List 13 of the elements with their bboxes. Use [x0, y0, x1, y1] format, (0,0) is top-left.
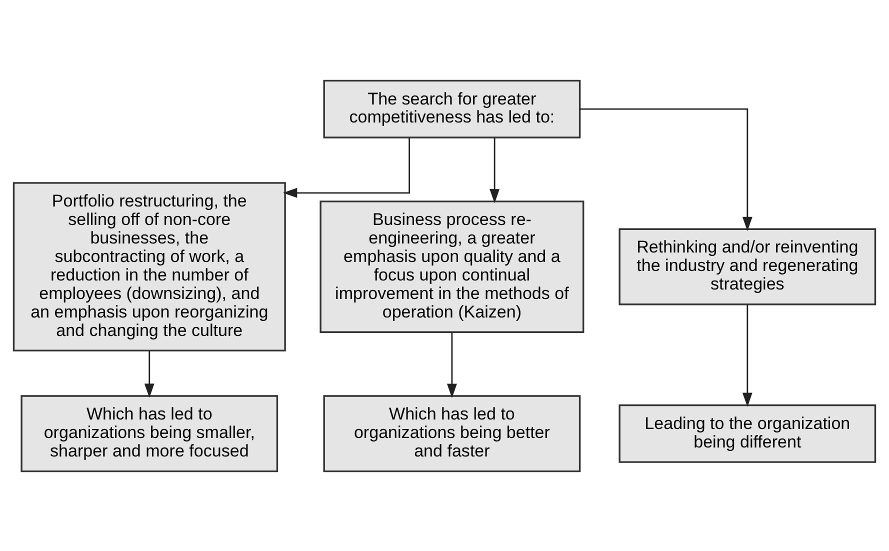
node-box: Which has led to organizations being better and faster [323, 394, 581, 472]
node-box: Business process re-engineering, a greater emphasis upon quality and a focus upon continual improvement in the methods of operation (Kaizen) [320, 200, 584, 332]
node-box: Rethinking and/or reinventing the industry and regenerating strategies [618, 228, 876, 305]
node-box: Which has led to organizations being smaller, sharper and more focused [20, 394, 278, 472]
arrow [144, 350, 154, 398]
node-box: Portfolio restructuring, the selling off of non-core businesses, the subcontracting of work, a reduction in the number of employees (downsizing), and an emphasis upon reorganizing and changing the culture [12, 182, 286, 351]
arrow [490, 137, 500, 203]
node-box: Leading to the organization being different [618, 404, 876, 462]
arrow [282, 137, 410, 198]
arrow [446, 332, 457, 398]
arrow [742, 304, 752, 406]
node-box: The search for greater competitiveness has led to: [323, 79, 581, 138]
arrow [580, 108, 752, 231]
